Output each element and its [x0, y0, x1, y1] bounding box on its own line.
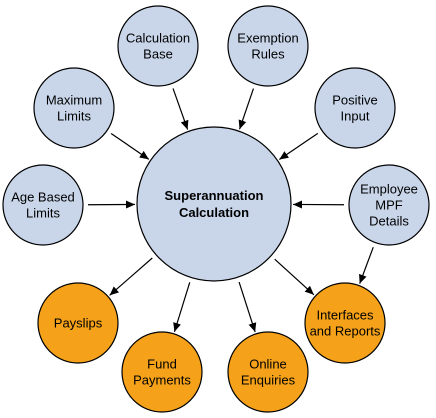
- online-enquiries-node-circle: [227, 331, 309, 413]
- payslips-label-line1: Payslips: [54, 316, 103, 331]
- center-to-online-enquiries-arrow: [238, 281, 257, 333]
- center-to-fund-payments-arrow: [173, 282, 191, 333]
- positive-input-label-line2: Input: [341, 109, 370, 124]
- center-to-payslips-arrow: [109, 257, 153, 296]
- positive-input-label-line1: Positive: [332, 93, 378, 108]
- center-node-label-line1: Superannuation: [165, 188, 264, 203]
- diagram-nodes: Superannuation Calculation CalculationBa…: [2, 5, 430, 413]
- calculation-base-node-circle: [117, 5, 199, 87]
- fund-payments-label-line1: Fund: [147, 357, 177, 372]
- exemption-rules-to-center-arrow: [238, 88, 255, 130]
- exemption-rules-node-circle: [227, 5, 309, 87]
- connector-arrows: [87, 88, 374, 333]
- employee-mpf-details-label-line3: Details: [369, 214, 409, 229]
- employee-mpf-details-node-circle: [348, 164, 430, 246]
- interfaces-and-reports-node-circle: [304, 282, 386, 364]
- age-based-limits-label-line2: Limits: [26, 206, 60, 221]
- calculation-base-label-line1: Calculation: [126, 31, 190, 46]
- maximum-limits-node-circle: [33, 67, 115, 149]
- calculation-base-to-center-arrow: [172, 88, 189, 130]
- employee-mpf-details-label-line1: Employee: [360, 182, 418, 197]
- positive-input-to-center-arrow: [278, 132, 319, 161]
- maximum-limits-label-line2: Limits: [57, 109, 91, 124]
- employee-mpf-details-label-line2: MPF: [375, 198, 403, 213]
- fund-payments-label-line2: Payments: [133, 373, 191, 388]
- exemption-rules-label-line2: Rules: [251, 47, 285, 62]
- center-to-interfaces-and-reports-arrow: [274, 258, 315, 296]
- fund-payments-node-circle: [121, 331, 203, 413]
- center-node-label-line2: Calculation: [179, 205, 249, 220]
- center-node-circle: [136, 126, 292, 282]
- online-enquiries-label-line2: Enquiries: [241, 373, 296, 388]
- maximum-limits-to-center-arrow: [110, 132, 150, 160]
- interfaces-and-reports-label-line2: and Reports: [310, 324, 381, 339]
- payslips-node-circle: [37, 282, 119, 364]
- positive-input-node-circle: [314, 67, 396, 149]
- center-node: Superannuation Calculation: [136, 126, 292, 282]
- calculation-base-label-line2: Base: [143, 47, 173, 62]
- employee-mpf-details-to-interfaces-and-reports-arrow: [359, 246, 374, 284]
- maximum-limits-label-line1: Maximum: [46, 93, 102, 108]
- age-based-limits-label-line1: Age Based: [11, 190, 75, 205]
- payslips-node: Payslips: [37, 282, 119, 364]
- age-based-limits-node-circle: [2, 164, 84, 246]
- exemption-rules-label-line1: Exemption: [237, 31, 298, 46]
- interfaces-and-reports-label-line1: Interfaces: [316, 308, 374, 323]
- online-enquiries-label-line1: Online: [249, 357, 287, 372]
